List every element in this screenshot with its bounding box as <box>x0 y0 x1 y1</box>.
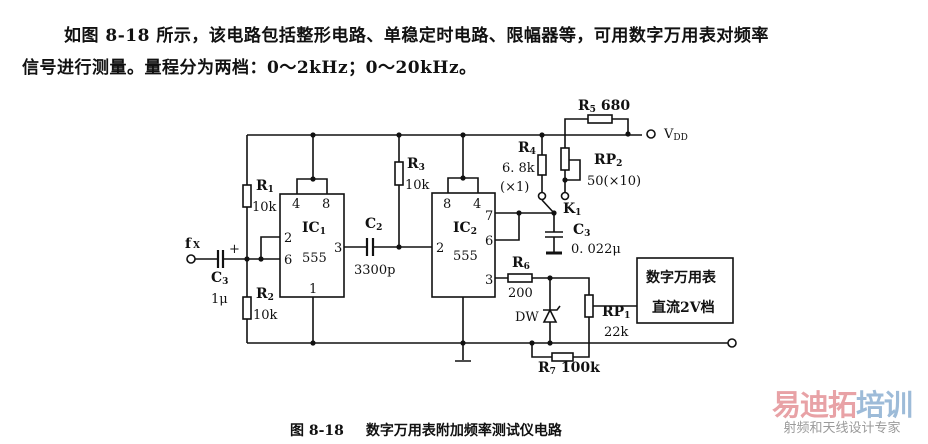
ic1-type: 555 <box>302 251 327 266</box>
watermark-brand-a: 易迪拓 <box>772 388 857 422</box>
ic1-label: IC1 <box>302 220 326 237</box>
dw-label: DW <box>515 310 539 325</box>
ic1-output-wire <box>344 135 432 248</box>
ic2-pin-8: 8 <box>443 197 451 212</box>
c2-value: 3300p <box>354 263 395 278</box>
c3-input-capacitor <box>216 250 225 268</box>
r7-resistor <box>551 352 574 362</box>
input-wire <box>195 236 280 260</box>
r6-value: 200 <box>508 286 533 301</box>
k1-contact-x1[interactable] <box>537 191 547 201</box>
ic2-box <box>431 192 496 298</box>
rp1-label: RP1 <box>602 304 630 321</box>
rp1-value: 22k <box>604 325 629 340</box>
r6-resistor <box>507 273 533 283</box>
vdd-terminal <box>646 129 656 139</box>
rp2-value: 50(×10) <box>587 174 641 189</box>
r5-resistor <box>587 114 613 124</box>
r6-label: R6 <box>512 255 530 272</box>
ic1-pin-3: 3 <box>334 241 342 256</box>
ic2-pin-4: 4 <box>473 197 481 212</box>
c3-timing-label: C3 <box>573 222 590 239</box>
ic2-type: 555 <box>453 249 478 264</box>
r3-label: R3 <box>407 156 425 173</box>
paragraph-line-2: 信号进行测量。量程分为两档：0～2kHz；0～20kHz。 <box>22 58 477 78</box>
r4-range: (×1) <box>500 180 529 195</box>
ic2-pin-6: 6 <box>485 234 493 249</box>
zener-diode <box>542 308 558 323</box>
r4-label: R4 <box>518 140 536 157</box>
r4-resistor <box>537 154 547 176</box>
watermark-brand-b: 培训 <box>856 388 913 422</box>
k1-contact-x10[interactable] <box>560 191 570 201</box>
junction-dots <box>244 131 631 346</box>
ic2-label: IC2 <box>453 220 477 237</box>
r2-label: R2 <box>256 286 274 303</box>
ic1-pin-2: 2 <box>284 231 292 246</box>
meter-line-2: 直流2V档 <box>652 299 715 316</box>
rp1-potentiometer[interactable] <box>584 294 594 318</box>
figure-title: 数字万用表附加频率测试仪电路 <box>365 423 562 439</box>
r2-resistor <box>242 296 252 320</box>
zener-bar <box>543 305 561 311</box>
ic1-pin-8: 8 <box>322 197 330 212</box>
c3-input-label: C3 <box>211 270 228 287</box>
multimeter-box <box>636 257 734 324</box>
ic1-box <box>279 193 345 298</box>
watermark-tagline: 射频和天线设计专家 <box>783 421 901 436</box>
ic2-pin-2: 2 <box>436 241 444 256</box>
r4-value: 6. 8k <box>502 161 535 176</box>
output-terminal <box>727 338 737 348</box>
rp2-label: RP2 <box>594 152 622 169</box>
r2-value: 10k <box>253 308 278 323</box>
ic1-pin-6: 6 <box>284 253 292 268</box>
ic1-pin-4: 4 <box>292 197 300 212</box>
vdd-label: VDD <box>663 127 688 143</box>
r1-resistor <box>242 184 252 208</box>
fx-input-terminal <box>186 254 196 264</box>
r3-resistor <box>394 161 404 186</box>
ic2-pin-3: 3 <box>485 273 493 288</box>
r1-label: R1 <box>256 178 274 195</box>
meter-line-1: 数字万用表 <box>646 269 717 286</box>
c3-timing-value: 0. 022μ <box>571 242 621 257</box>
c3-input-value: 1μ <box>211 292 228 307</box>
ic2-pin-7: 7 <box>485 209 493 224</box>
k1-label: K1 <box>563 201 581 218</box>
watermark-logo: 易迪拓培训 射频和天线设计专家 <box>772 388 913 437</box>
figure-number: 图 8-18 <box>290 423 344 439</box>
c2-capacitor <box>365 238 375 256</box>
ic1-pin-1: 1 <box>309 282 317 297</box>
r1-value: 10k <box>252 200 277 215</box>
r3-value: 10k <box>405 178 430 193</box>
figure-caption: 图 8-18 数字万用表附加频率测试仪电路 <box>290 420 584 440</box>
c2-label: C2 <box>365 216 382 233</box>
paragraph-line-1: 如图 8-18 所示，该电路包括整形电路、单稳定时电路、限幅器等，可用数字万用表… <box>64 26 769 46</box>
c3-polarity: + <box>229 242 240 257</box>
c3-timing-capacitor <box>545 213 563 253</box>
ic2-pin7-6-wire <box>495 212 554 241</box>
rp2-potentiometer[interactable] <box>560 147 570 171</box>
